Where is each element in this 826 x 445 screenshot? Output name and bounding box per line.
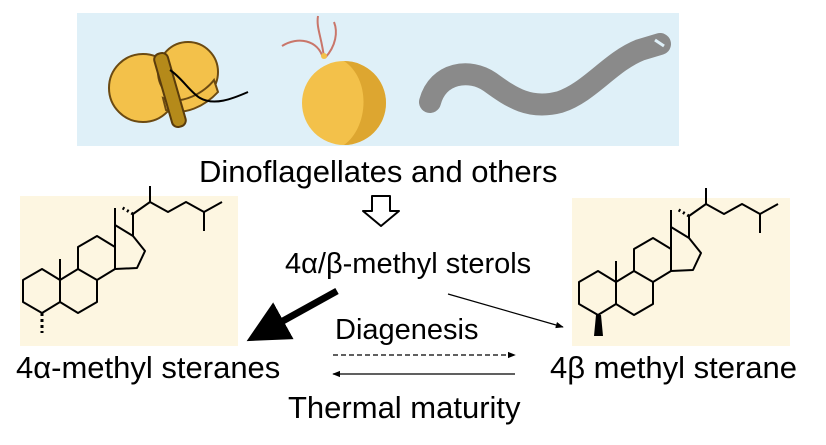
spherical-alga-icon	[281, 15, 386, 145]
beta-product-label: 4β methyl sterane	[550, 350, 798, 385]
worm-shaped-organism-icon	[419, 33, 671, 116]
diagenesis-label: Diagenesis	[335, 314, 479, 346]
beta-sterane-structure	[578, 188, 779, 316]
major-pathway-arrow	[246, 287, 339, 342]
alpha-sterane-structure	[22, 186, 223, 333]
down-arrow-icon	[362, 195, 400, 227]
intermediate-sterols-label: 4α/β-methyl sterols	[285, 248, 532, 280]
dinoflagellate-icon	[108, 41, 249, 129]
minor-pathway-arrow	[447, 293, 564, 329]
thermal-maturity-label: Thermal maturity	[288, 390, 521, 425]
alpha-product-label: 4α-methyl steranes	[16, 350, 281, 385]
beta-sterane-panel	[572, 198, 790, 346]
source-organisms-label: Dinoflagellates and others	[199, 154, 558, 189]
alpha-sterane-panel	[20, 196, 238, 346]
beta-methyl-wedge	[594, 315, 603, 336]
